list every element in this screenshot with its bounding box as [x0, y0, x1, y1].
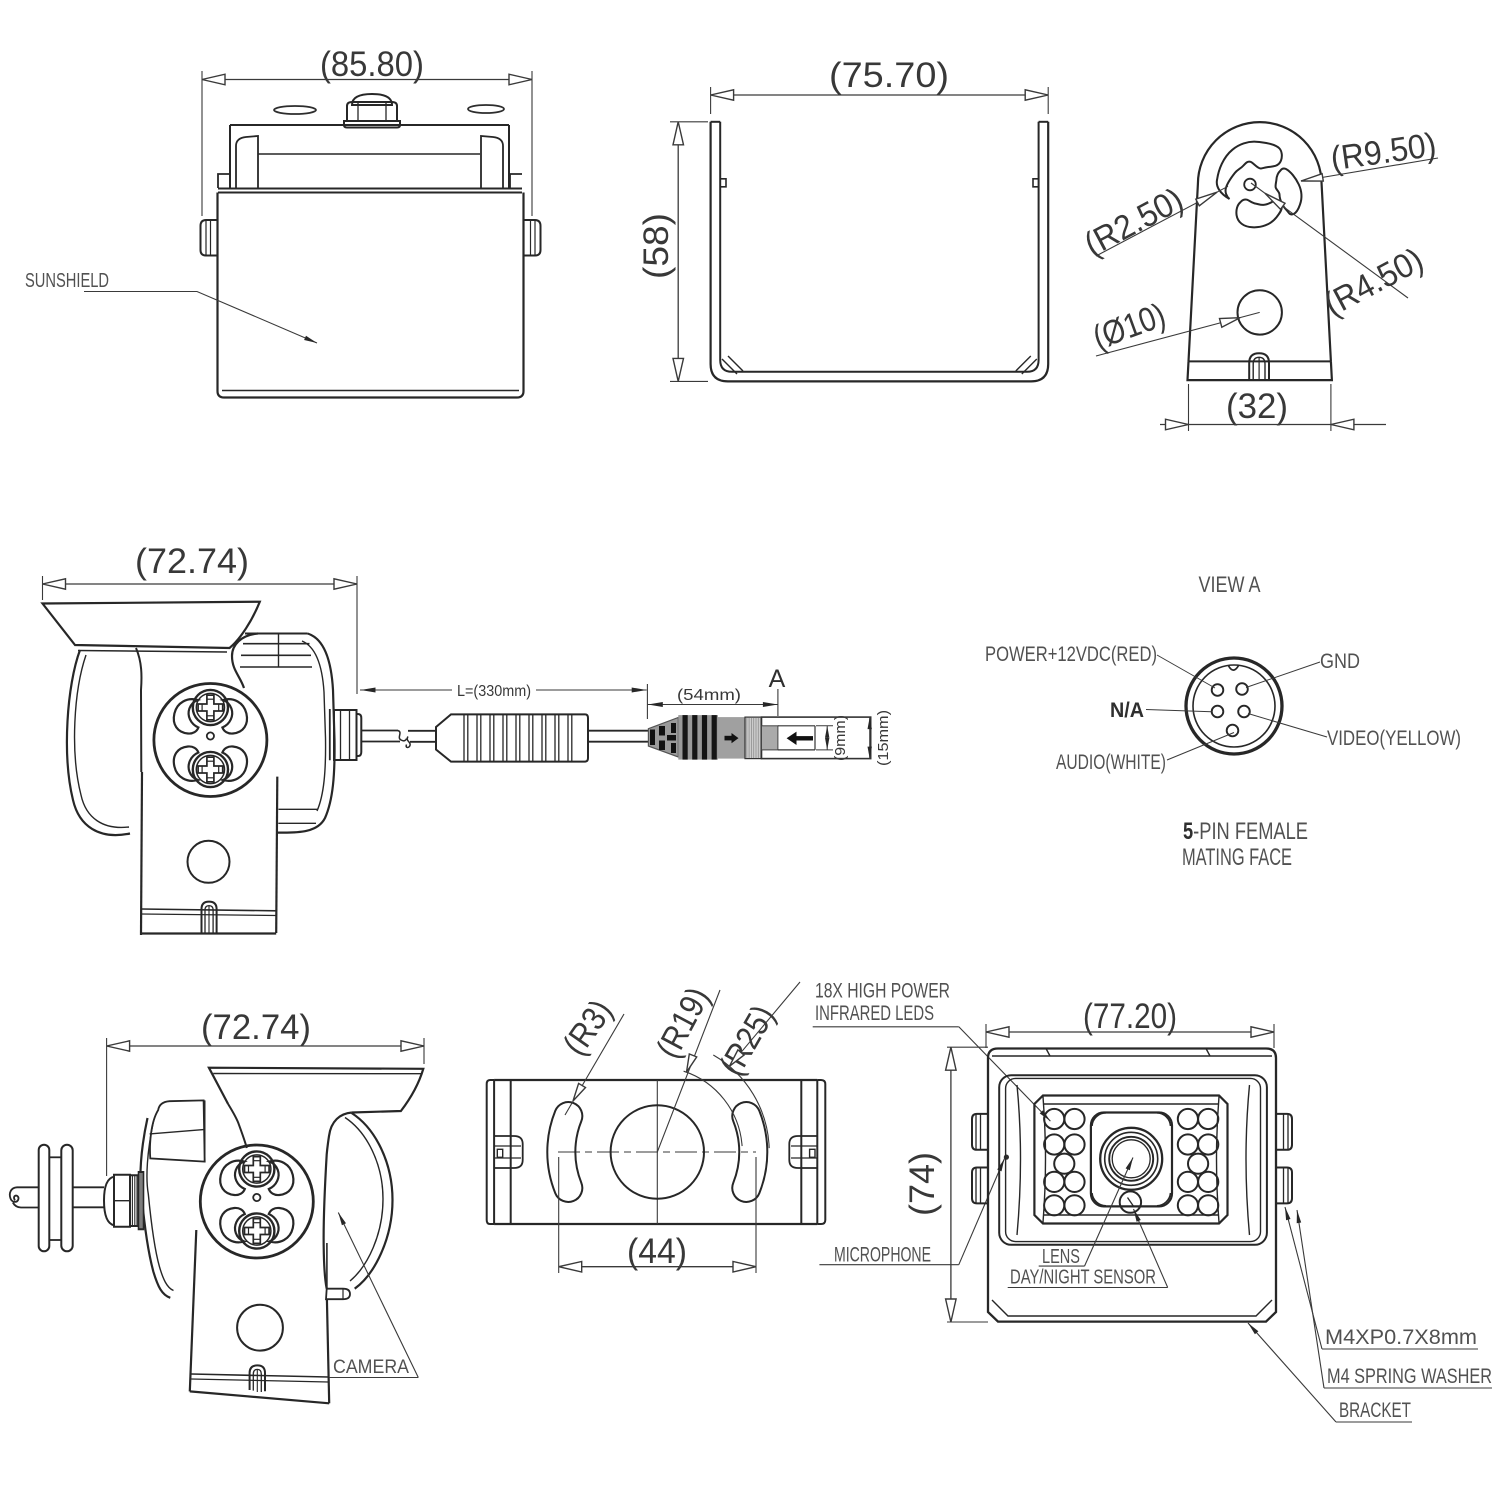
svg-text:18X HIGH POWER: 18X HIGH POWER [815, 980, 950, 1003]
svg-text:(75.70): (75.70) [829, 56, 949, 95]
svg-text:A: A [769, 665, 786, 693]
svg-text:SUNSHIELD: SUNSHIELD [25, 270, 109, 292]
svg-text:5-PIN FEMALE: 5-PIN FEMALE [1183, 818, 1308, 845]
svg-text:POWER+12VDC(RED): POWER+12VDC(RED) [985, 643, 1157, 666]
svg-text:(58): (58) [637, 213, 676, 279]
svg-text:DAY/NIGHT SENSOR: DAY/NIGHT SENSOR [1010, 1267, 1156, 1289]
svg-text:(72.74): (72.74) [201, 1008, 311, 1047]
svg-text:MATING FACE: MATING FACE [1182, 844, 1292, 871]
svg-text:(74): (74) [903, 1152, 942, 1216]
svg-text:GND: GND [1320, 650, 1360, 673]
svg-text:AUDIO(WHITE): AUDIO(WHITE) [1056, 751, 1166, 774]
svg-text:(77.20): (77.20) [1083, 997, 1177, 1036]
svg-text:L=(330mm): L=(330mm) [457, 683, 531, 700]
svg-text:(44): (44) [627, 1232, 687, 1271]
svg-text:BRACKET: BRACKET [1339, 1399, 1411, 1422]
svg-text:N/A: N/A [1110, 699, 1144, 722]
svg-text:(85.80): (85.80) [320, 45, 424, 84]
svg-text:(9mm): (9mm) [832, 715, 849, 761]
svg-text:(54mm): (54mm) [677, 687, 741, 704]
svg-text:VIDEO(YELLOW): VIDEO(YELLOW) [1327, 727, 1461, 750]
svg-text:(32): (32) [1226, 387, 1288, 426]
svg-text:M4XP0.7X8mm: M4XP0.7X8mm [1325, 1326, 1477, 1349]
svg-text:VIEW A: VIEW A [1199, 572, 1261, 597]
svg-text:MICROPHONE: MICROPHONE [834, 1244, 931, 1267]
svg-text:(72.74): (72.74) [135, 542, 249, 581]
svg-text:LENS: LENS [1042, 1246, 1080, 1268]
svg-text:INFRARED LEDS: INFRARED LEDS [815, 1002, 934, 1025]
svg-text:M4 SPRING WASHER: M4 SPRING WASHER [1327, 1365, 1492, 1388]
svg-text:(15mm): (15mm) [875, 710, 892, 766]
svg-text:CAMERA: CAMERA [333, 1357, 409, 1378]
